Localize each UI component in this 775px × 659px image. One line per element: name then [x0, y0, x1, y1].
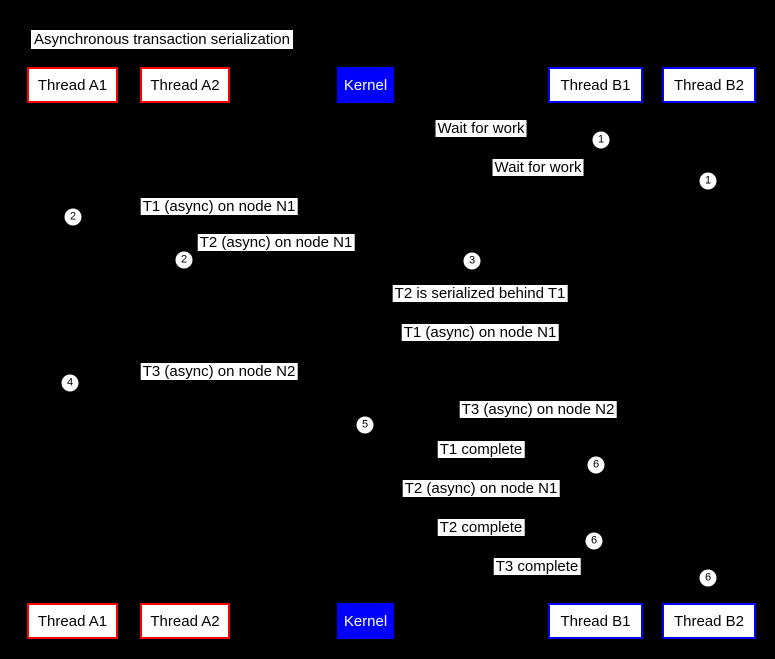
participant-box-thread-b2-top: Thread B2	[662, 67, 756, 103]
sequence-marker-6-b1-t1: 6	[587, 456, 605, 474]
sequence-marker-6-b1-t2: 6	[585, 532, 603, 550]
diagram-title: Asynchronous transaction serialization	[31, 30, 293, 49]
participant-box-thread-b1-bottom: Thread B1	[548, 603, 643, 639]
message-label-wait-for-work-b2: Wait for work	[492, 159, 584, 176]
sequence-marker-2-a2: 2	[175, 251, 193, 269]
message-label-t1-async-kernel: T1 (async) on node N1	[401, 324, 559, 341]
message-label-t3-async-kernel: T3 (async) on node N2	[459, 401, 617, 418]
sequence-marker-3-kernel: 3	[463, 252, 481, 270]
message-label-t1-complete: T1 complete	[437, 441, 525, 458]
message-label-t2-async-kernel: T2 (async) on node N1	[402, 480, 560, 497]
participant-box-kernel-bottom: Kernel	[337, 603, 394, 639]
sequence-marker-2-a1: 2	[64, 208, 82, 226]
message-label-t2-serialized: T2 is serialized behind T1	[392, 285, 568, 302]
message-label-t3-async-a1: T3 (async) on node N2	[140, 363, 298, 380]
participant-box-thread-a1-top: Thread A1	[27, 67, 118, 103]
participant-box-thread-b1-top: Thread B1	[548, 67, 643, 103]
message-label-t2-async-a2: T2 (async) on node N1	[197, 234, 355, 251]
participant-box-thread-a2-bottom: Thread A2	[140, 603, 230, 639]
sequence-marker-1-b2: 1	[699, 172, 717, 190]
message-label-t3-complete: T3 complete	[493, 558, 581, 575]
message-label-t2-complete: T2 complete	[437, 519, 525, 536]
sequence-marker-6-b2-t3: 6	[699, 569, 717, 587]
message-label-t1-async-a1: T1 (async) on node N1	[140, 198, 298, 215]
participant-box-kernel-top: Kernel	[337, 67, 394, 103]
participant-box-thread-b2-bottom: Thread B2	[662, 603, 756, 639]
sequence-marker-4-a1: 4	[61, 374, 79, 392]
sequence-marker-1-b1: 1	[592, 131, 610, 149]
participant-box-thread-a2-top: Thread A2	[140, 67, 230, 103]
participant-box-thread-a1-bottom: Thread A1	[27, 603, 118, 639]
sequence-marker-5-kernel: 5	[356, 416, 374, 434]
message-label-wait-for-work-b1: Wait for work	[435, 120, 527, 137]
